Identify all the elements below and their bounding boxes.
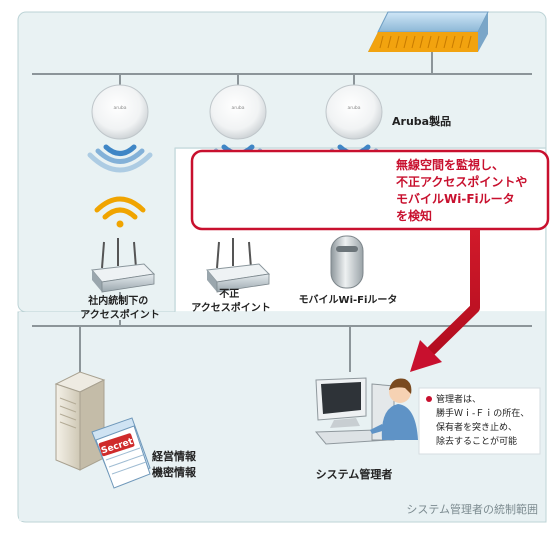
detect-callout-text: 無線空間を監視し、 不正アクセスポイントや モバイルWi-Fiルータ を検知 — [396, 157, 532, 223]
admin-note: 管理者は、 勝手Ｗｉ-Ｆｉの所在、 保有者を突き止め、 除去することが可能 — [418, 387, 541, 455]
detect-callout: 無線空間を監視し、 不正アクセスポイントや モバイルWi-Fiルータ を検知 — [190, 149, 550, 231]
mobile-router-icon — [330, 235, 364, 289]
aruba-ap-2-icon: aruba — [209, 74, 267, 140]
bullet-icon — [426, 396, 432, 402]
aruba-logo-3: aruba — [347, 105, 360, 111]
aruba-logo-1: aruba — [113, 105, 126, 111]
managed-ap-label: 社内統制下の アクセスポイント — [80, 294, 160, 321]
aruba-products-label: Aruba製品 — [392, 114, 451, 128]
network-switch-icon — [368, 11, 489, 74]
aruba-ap-1-icon: aruba — [91, 74, 149, 140]
wifi-blue-1-icon — [87, 144, 153, 173]
mobile-router-label: モバイルWi-Fiルータ — [299, 294, 398, 306]
aruba-logo-2: aruba — [231, 105, 244, 111]
rogue-router-icon — [206, 238, 271, 293]
wifi-orange-1-icon — [94, 196, 146, 228]
rogue-ap-label: 不正 アクセスポイント — [191, 288, 271, 314]
control-scope-label: システム管理者の統制範囲 — [406, 502, 538, 516]
server-info-label: 経営情報 機密情報 — [152, 449, 200, 479]
sysadmin-label: システム管理者 — [316, 467, 393, 481]
red-arrow-icon — [410, 229, 480, 372]
secret-document-icon: Secret — [91, 417, 151, 489]
aruba-ap-3-icon: aruba — [325, 74, 383, 140]
admin-person-icon — [370, 378, 418, 440]
admin-note-text: 管理者は、 勝手Ｗｉ-Ｆｉの所在、 保有者を突き止め、 除去することが可能 — [436, 393, 532, 447]
managed-router-icon — [91, 238, 156, 300]
